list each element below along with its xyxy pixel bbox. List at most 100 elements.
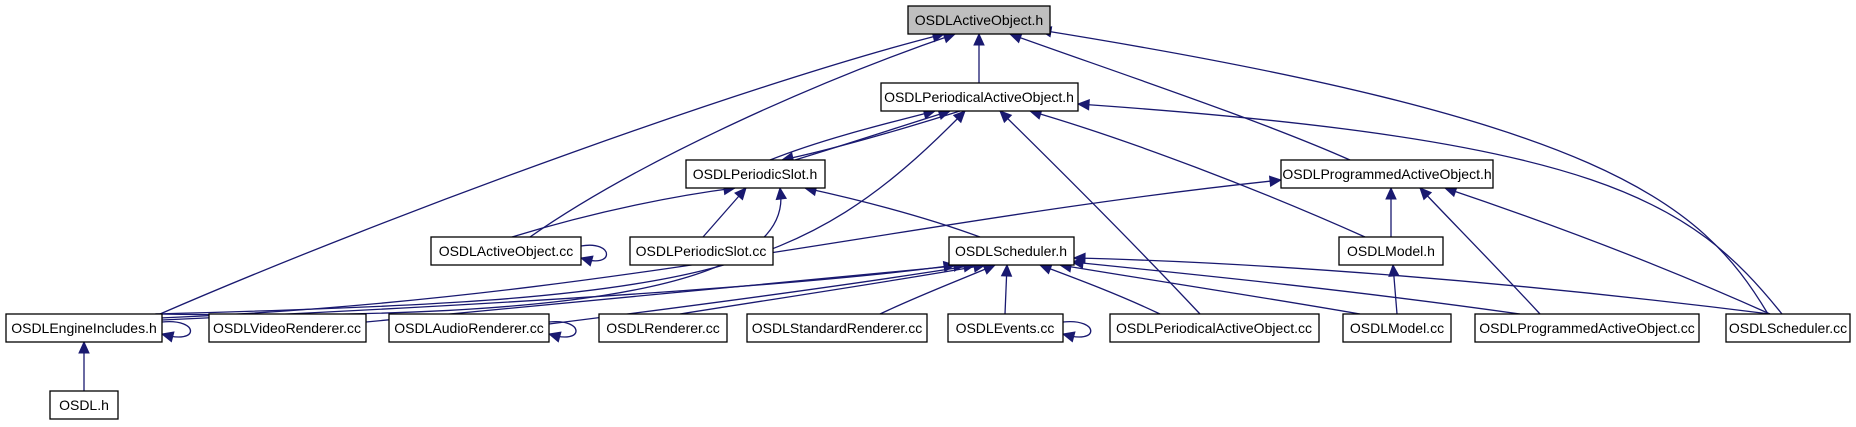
dependency-edge bbox=[702, 187, 747, 238]
node-osdl-renderer-cc[interactable]: OSDLRenderer.cc bbox=[598, 313, 728, 343]
edge-line bbox=[1039, 264, 1161, 315]
edge-line bbox=[1071, 261, 1521, 315]
node-label: OSDLProgrammedActiveObject.h bbox=[1282, 166, 1491, 182]
dependency-edge bbox=[1419, 187, 1541, 315]
dependency-edge bbox=[1070, 257, 1521, 315]
node-label: OSDLPeriodicalActiveObject.cc bbox=[1116, 320, 1312, 336]
arrowhead bbox=[999, 110, 1013, 124]
nodes: OSDLActiveObject.h OSDLPeriodicalActiveO… bbox=[5, 5, 1851, 420]
dependency-edge bbox=[769, 108, 937, 161]
dependency-edge bbox=[1008, 32, 1351, 161]
edge-line bbox=[159, 33, 945, 315]
arrowhead bbox=[952, 110, 966, 124]
node-osdl-periodic-slot-h[interactable]: OSDLPeriodicSlot.h bbox=[685, 159, 826, 189]
dependency-edge bbox=[579, 244, 607, 267]
node-osdl-h[interactable]: OSDL.h bbox=[49, 390, 119, 420]
arrowhead bbox=[1000, 263, 1013, 277]
dependency-edge bbox=[973, 32, 985, 83]
edge-line bbox=[1444, 187, 1771, 315]
node-osdl-events-cc[interactable]: OSDLEvents.cc bbox=[947, 313, 1064, 343]
node-osdl-periodic-slot-cc[interactable]: OSDLPeriodicSlot.cc bbox=[629, 236, 774, 266]
arrowhead bbox=[982, 264, 997, 275]
dependency-edge bbox=[1072, 252, 1771, 315]
arrowhead bbox=[1061, 331, 1076, 343]
arrowhead bbox=[1076, 99, 1090, 111]
node-label: OSDLScheduler.h bbox=[955, 243, 1067, 259]
edge-line bbox=[1039, 29, 1769, 315]
node-osdl-active-object-h[interactable]: OSDLActiveObject.h bbox=[907, 5, 1051, 35]
node-label: OSDLEngineIncludes.h bbox=[11, 320, 157, 336]
arrowhead bbox=[1388, 263, 1400, 277]
node-osdl-model-cc[interactable]: OSDLModel.cc bbox=[1342, 313, 1452, 343]
node-label: OSDLActiveObject.cc bbox=[439, 243, 574, 259]
node-osdl-audio-renderer-cc[interactable]: OSDLAudioRenderer.cc bbox=[388, 313, 550, 343]
dependency-edge bbox=[529, 32, 957, 238]
node-label: OSDLRenderer.cc bbox=[606, 320, 720, 336]
arrowhead bbox=[734, 187, 747, 201]
dependency-edge bbox=[547, 320, 577, 343]
node-label: OSDLStandardRenderer.cc bbox=[752, 320, 922, 336]
node-osdl-active-object-cc[interactable]: OSDLActiveObject.cc bbox=[430, 236, 582, 266]
node-osdl-engine-includes-h[interactable]: OSDLEngineIncludes.h bbox=[5, 313, 163, 343]
dependency-edge bbox=[1076, 99, 1783, 315]
dependency-edge bbox=[803, 184, 981, 238]
node-label: OSDLProgrammedActiveObject.cc bbox=[1479, 320, 1695, 336]
arrowhead bbox=[1268, 175, 1283, 187]
dependency-edge bbox=[1388, 263, 1400, 315]
edge-line bbox=[529, 33, 956, 238]
node-osdl-programmed-active-object-cc[interactable]: OSDLProgrammedActiveObject.cc bbox=[1474, 313, 1700, 343]
arrowhead bbox=[1385, 186, 1397, 200]
edge-line bbox=[804, 187, 981, 238]
node-osdl-scheduler-cc[interactable]: OSDLScheduler.cc bbox=[1725, 313, 1851, 343]
node-osdl-periodical-active-object-h[interactable]: OSDLPeriodicalActiveObject.h bbox=[880, 82, 1079, 112]
arrowhead bbox=[160, 331, 175, 343]
dependency-edge bbox=[78, 340, 90, 391]
edge-line bbox=[879, 264, 996, 315]
arrowhead bbox=[1072, 252, 1086, 265]
node-label: OSDLPeriodicSlot.h bbox=[693, 166, 818, 182]
arrowhead bbox=[579, 255, 594, 267]
node-label: OSDLAudioRenderer.cc bbox=[394, 320, 543, 336]
dependency-edge bbox=[159, 31, 946, 315]
edge-line bbox=[1059, 264, 1361, 315]
dependency-edge bbox=[160, 320, 191, 343]
edge-line bbox=[511, 187, 736, 238]
dependency-edge bbox=[1000, 263, 1013, 315]
arrowhead bbox=[973, 32, 985, 46]
node-osdl-periodical-active-object-cc[interactable]: OSDLPeriodicalActiveObject.cc bbox=[1109, 313, 1320, 343]
arrowhead bbox=[1419, 187, 1433, 201]
node-label: OSDLModel.cc bbox=[1350, 320, 1444, 336]
arrowhead bbox=[547, 331, 562, 343]
edge-line bbox=[999, 110, 1201, 315]
node-osdl-scheduler-h[interactable]: OSDLScheduler.h bbox=[948, 236, 1075, 266]
edge-line bbox=[1077, 103, 1783, 315]
node-label: OSDLVideoRenderer.cc bbox=[213, 320, 361, 336]
edge-line bbox=[794, 110, 951, 161]
edge-line bbox=[679, 264, 986, 315]
edge-line bbox=[154, 110, 966, 315]
dependency-edge bbox=[511, 183, 737, 238]
node-label: OSDLModel.h bbox=[1347, 243, 1435, 259]
edge-line bbox=[769, 110, 936, 161]
node-label: OSDLActiveObject.h bbox=[915, 12, 1043, 28]
edge-line bbox=[781, 110, 961, 161]
node-osdl-model-h[interactable]: OSDLModel.h bbox=[1338, 236, 1444, 266]
node-label: OSDLScheduler.cc bbox=[1729, 320, 1847, 336]
dependency-edge bbox=[999, 110, 1201, 315]
dependency-edge bbox=[1061, 320, 1092, 343]
node-label: OSDLEvents.cc bbox=[956, 320, 1055, 336]
arrowhead bbox=[775, 186, 788, 201]
node-label: OSDLPeriodicalActiveObject.h bbox=[884, 89, 1074, 105]
edge-line bbox=[1073, 257, 1771, 315]
node-osdl-programmed-active-object-h[interactable]: OSDLProgrammedActiveObject.h bbox=[1280, 159, 1494, 189]
node-osdl-video-renderer-cc[interactable]: OSDLVideoRenderer.cc bbox=[208, 313, 367, 343]
node-label: OSDL.h bbox=[59, 397, 109, 413]
node-label: OSDLPeriodicSlot.cc bbox=[636, 243, 767, 259]
edge-line bbox=[1419, 187, 1541, 315]
dependency-edge bbox=[154, 110, 966, 315]
edge-line bbox=[365, 264, 966, 323]
arrowhead bbox=[78, 340, 90, 354]
node-osdl-standard-renderer-cc[interactable]: OSDLStandardRenderer.cc bbox=[746, 313, 928, 343]
edge-line bbox=[1009, 33, 1351, 161]
